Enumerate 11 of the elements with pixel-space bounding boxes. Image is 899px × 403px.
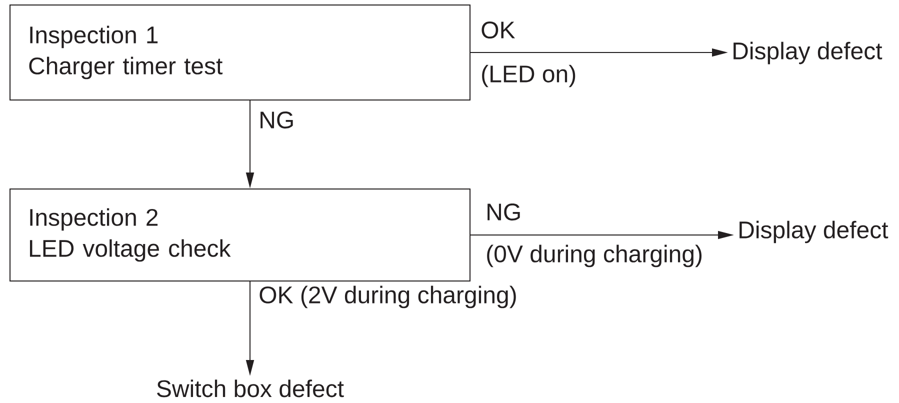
- process-box: Inspection 2 LED voltage check: [10, 188, 470, 282]
- edge-label: NG: [488, 204, 520, 220]
- result-text: Display defect: [740, 220, 888, 244]
- condition-note: (LED on): [482, 64, 576, 88]
- result-text: Switch box defect: [157, 380, 344, 398]
- edge-label: NG: [260, 112, 293, 128]
- edge-label: OK: [482, 22, 515, 38]
- result-text: Display defect: [734, 42, 882, 64]
- process-box: Inspection 1 Charger timer test: [10, 4, 470, 100]
- condition-note: (0V during charging): [487, 244, 702, 268]
- edge-label: OK (2V during charging): [260, 286, 516, 308]
